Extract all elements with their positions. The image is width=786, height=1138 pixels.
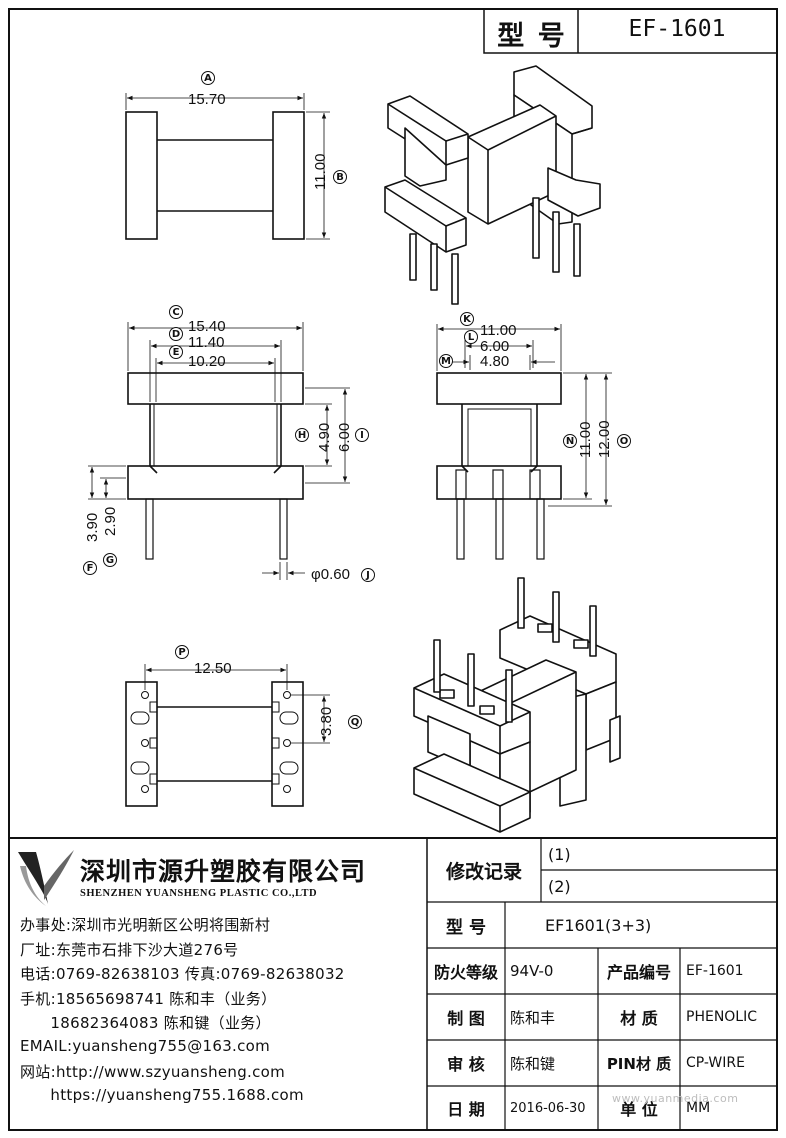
header-model-label: 型 号: [497, 21, 567, 52]
dim-tag-e: E: [169, 345, 183, 359]
dim-value-j: φ0.60: [311, 566, 350, 583]
spec-product-no-label: 产品编号: [606, 963, 671, 982]
dim-tag-m: M: [439, 354, 453, 368]
spec-material-value: PHENOLIC: [686, 1009, 758, 1025]
dim-tag-h: H: [295, 428, 309, 442]
spec-date-label: 日 期: [447, 1100, 485, 1119]
dim-tag-n: N: [563, 434, 577, 448]
title-block-grid: [426, 838, 777, 1130]
revision-label: 修改记录: [445, 860, 522, 883]
dim-tag-q: Q: [348, 715, 362, 729]
company-name-cn: 深圳市源升塑胶有限公司: [80, 857, 367, 886]
spec-date-value: 2016-06-30: [510, 1100, 586, 1116]
dim-tag-b: B: [333, 170, 347, 184]
company-name-en: SHENZHEN YUANSHENG PLASTIC CO.,LTD: [80, 888, 318, 899]
revision-row-1: (1): [548, 844, 571, 864]
company-contact-line: 厂址:东莞市石排下沙大道276号: [20, 940, 239, 959]
spec-model-value: EF1601(3+3): [545, 915, 652, 935]
spec-pin-label: PIN材 质: [606, 1054, 672, 1073]
watermark: www.yuanmedia.com: [612, 1092, 739, 1105]
spec-product-no-value: EF-1601: [686, 963, 744, 979]
revision-row-2: (2): [548, 876, 571, 896]
dim-value-l: 6.00: [480, 338, 510, 355]
header-model-box: [483, 8, 778, 54]
company-contact-line: 办事处:深圳市光明新区公明将围新村: [20, 916, 271, 934]
company-contact-line: 手机:18565698741 陈和丰（业务）: [20, 989, 277, 1008]
spec-fire-label: 防火等级: [433, 963, 498, 982]
company-contact-line: 18682364083 陈和键（业务）: [20, 1014, 271, 1032]
spec-unit-value: MM: [686, 1100, 711, 1116]
dim-tag-j: J: [361, 568, 375, 582]
spec-drawn-label: 制 图: [447, 1009, 485, 1028]
dim-value-n: 11.00: [577, 421, 594, 458]
dim-tag-l: L: [464, 330, 478, 344]
spec-review-label: 审 核: [447, 1055, 485, 1074]
dim-tag-k: K: [460, 312, 474, 326]
view-bottom: [125, 664, 330, 807]
dim-value-b: 11.00: [312, 153, 329, 190]
dim-value-d: 11.40: [188, 334, 225, 351]
dim-tag-p: P: [175, 645, 189, 659]
view-iso-top: [384, 65, 601, 305]
dim-tag-c: C: [169, 305, 183, 319]
dim-tag-i: I: [355, 428, 369, 442]
dim-value-q: 3.80: [318, 706, 335, 736]
dim-value-k: 11.00: [480, 322, 517, 339]
spec-pin-value: CP-WIRE: [686, 1055, 745, 1071]
dim-value-f: 3.90: [84, 512, 101, 542]
company-contact-line: 网站:http://www.szyuansheng.com: [20, 1063, 286, 1081]
company-contact-line: EMAIL:yuansheng755@163.com: [20, 1036, 271, 1055]
dim-value-h: 4.90: [316, 422, 333, 452]
dim-value-a: 15.70: [188, 91, 226, 108]
dim-value-e: 10.20: [188, 353, 226, 370]
dim-value-g: 2.90: [102, 506, 119, 536]
spec-unit-label: 单 位: [620, 1100, 658, 1119]
spec-review-value: 陈和键: [510, 1054, 556, 1073]
dim-value-m: 4.80: [480, 353, 510, 370]
view-iso-bottom: [413, 577, 621, 833]
view-front: [88, 322, 350, 580]
dim-tag-g: G: [103, 553, 117, 567]
header-model-value: EF-1601: [628, 16, 726, 42]
dim-value-p: 12.50: [194, 660, 232, 677]
company-contact-line: https://yuansheng755.1688.com: [20, 1085, 304, 1104]
dim-tag-a: A: [201, 71, 215, 85]
spec-fire-value: 94V-0: [510, 962, 554, 980]
company-logo: [18, 850, 74, 906]
dim-tag-d: D: [169, 327, 183, 341]
company-contact-line: 电话:0769-82638103 传真:0769-82638032: [20, 965, 345, 983]
dim-tag-o: O: [617, 434, 631, 448]
view-top-left: [125, 93, 330, 240]
spec-model-label: 型 号: [446, 917, 486, 938]
dim-value-o: 12.00: [596, 420, 613, 458]
dim-tag-f: F: [83, 561, 97, 575]
spec-drawn-value: 陈和丰: [510, 1008, 556, 1027]
view-side: [436, 324, 612, 560]
spec-material-label: 材 质: [620, 1009, 658, 1028]
dim-value-c: 15.40: [188, 318, 226, 335]
dim-value-i: 6.00: [336, 422, 353, 452]
sheet-frame: [8, 8, 778, 1131]
